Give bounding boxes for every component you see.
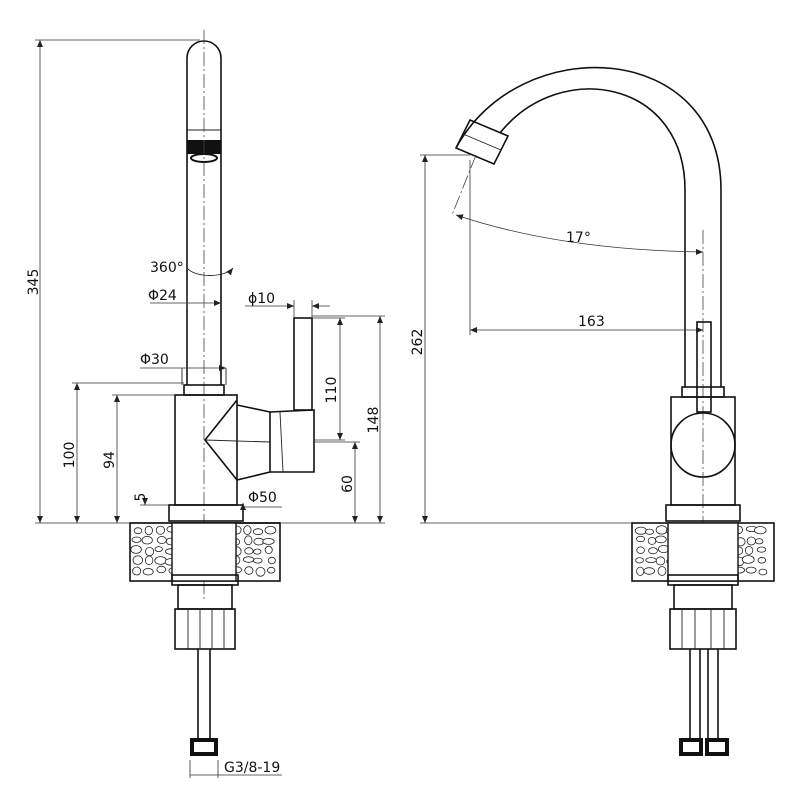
pebble [267, 566, 276, 574]
faucet-body [174, 394, 271, 506]
pebble [253, 557, 263, 564]
pebble [645, 557, 657, 563]
dim-phi10 [245, 300, 330, 318]
front-lever [696, 321, 712, 413]
pebble [741, 555, 755, 564]
label-phi50: Φ50 [248, 490, 277, 506]
pebble [647, 537, 657, 545]
dim-phi50 [240, 503, 282, 510]
pebble [253, 548, 262, 555]
pebble [636, 546, 645, 554]
pebble [142, 568, 154, 576]
label-148: 148 [366, 407, 382, 434]
pebble [757, 556, 766, 564]
pebble [262, 538, 275, 545]
pebble [156, 565, 167, 574]
dim-5 [140, 498, 169, 506]
label-163: 163 [578, 314, 605, 330]
pebble [758, 568, 768, 576]
dim-163 [469, 160, 703, 335]
pebble [264, 526, 277, 535]
pebble [746, 536, 756, 546]
pebble [755, 538, 764, 545]
mounting-assembly [171, 574, 239, 756]
pebble [648, 547, 658, 555]
countertop-left [129, 522, 281, 582]
pebble [154, 546, 163, 552]
pebble [244, 566, 254, 575]
pebble [634, 526, 648, 535]
pebble [744, 546, 754, 555]
pebble [132, 566, 142, 576]
front-mounting-assembly [667, 574, 739, 756]
label-110: 110 [324, 377, 340, 404]
pebble [131, 536, 142, 543]
pebble [636, 535, 646, 543]
pebble [253, 537, 265, 546]
pebble [636, 566, 645, 576]
label-17deg: 17° [566, 230, 591, 246]
dim-60 [314, 441, 360, 523]
dim-110 [312, 317, 345, 441]
label-94: 94 [102, 451, 118, 469]
pebble [244, 547, 254, 555]
label-5: 5 [133, 493, 149, 502]
dim-thread [189, 760, 282, 778]
front-view [420, 66, 775, 756]
pebble [635, 557, 644, 564]
side-view [35, 30, 385, 778]
pebble [133, 527, 143, 535]
dim-262 [420, 154, 632, 524]
pebble [255, 566, 266, 577]
label-60: 60 [340, 475, 356, 493]
label-360: 360° [150, 260, 184, 276]
label-100: 100 [62, 442, 78, 469]
outlet-axis [451, 154, 477, 216]
label-262: 262 [410, 329, 426, 356]
pebble [132, 555, 144, 565]
pebble [144, 525, 153, 536]
pebble [144, 555, 154, 566]
pebble [154, 556, 167, 565]
pebble [243, 556, 255, 563]
pebble [252, 528, 264, 536]
pebble [655, 556, 666, 566]
base-ring [168, 504, 244, 522]
dim-phi24 [150, 296, 221, 310]
pebble [745, 566, 757, 574]
pebble [264, 545, 273, 555]
pebble [756, 546, 767, 553]
swivel-arrow [186, 267, 234, 276]
pebble [145, 546, 155, 557]
front-base-ring [665, 504, 741, 522]
pebble [155, 525, 165, 535]
dim-angle-17 [455, 214, 704, 255]
dim-345 [35, 39, 200, 524]
pebble [655, 525, 668, 535]
pebble [156, 536, 167, 544]
label-thread: G3/8-19 [224, 760, 280, 776]
dim-100 [72, 382, 184, 523]
pebble [655, 535, 667, 544]
pebble [657, 566, 667, 576]
label-phi24: Φ24 [148, 288, 177, 304]
pebble [244, 535, 253, 546]
lever [269, 317, 315, 473]
label-phi10: ϕ10 [248, 291, 275, 307]
pebble [645, 528, 655, 535]
label-345: 345 [26, 269, 42, 296]
label-phi30: Φ30 [140, 352, 169, 368]
dim-148 [280, 315, 385, 524]
lever-knob [670, 412, 736, 478]
pebble [141, 536, 153, 545]
pebble [643, 567, 655, 575]
dim-94 [112, 394, 175, 523]
pebble [267, 556, 276, 565]
pebble [130, 545, 142, 554]
pebble [754, 526, 767, 535]
countertop-right [631, 522, 775, 582]
gooseneck-spout [454, 66, 722, 387]
pebble [243, 525, 252, 535]
